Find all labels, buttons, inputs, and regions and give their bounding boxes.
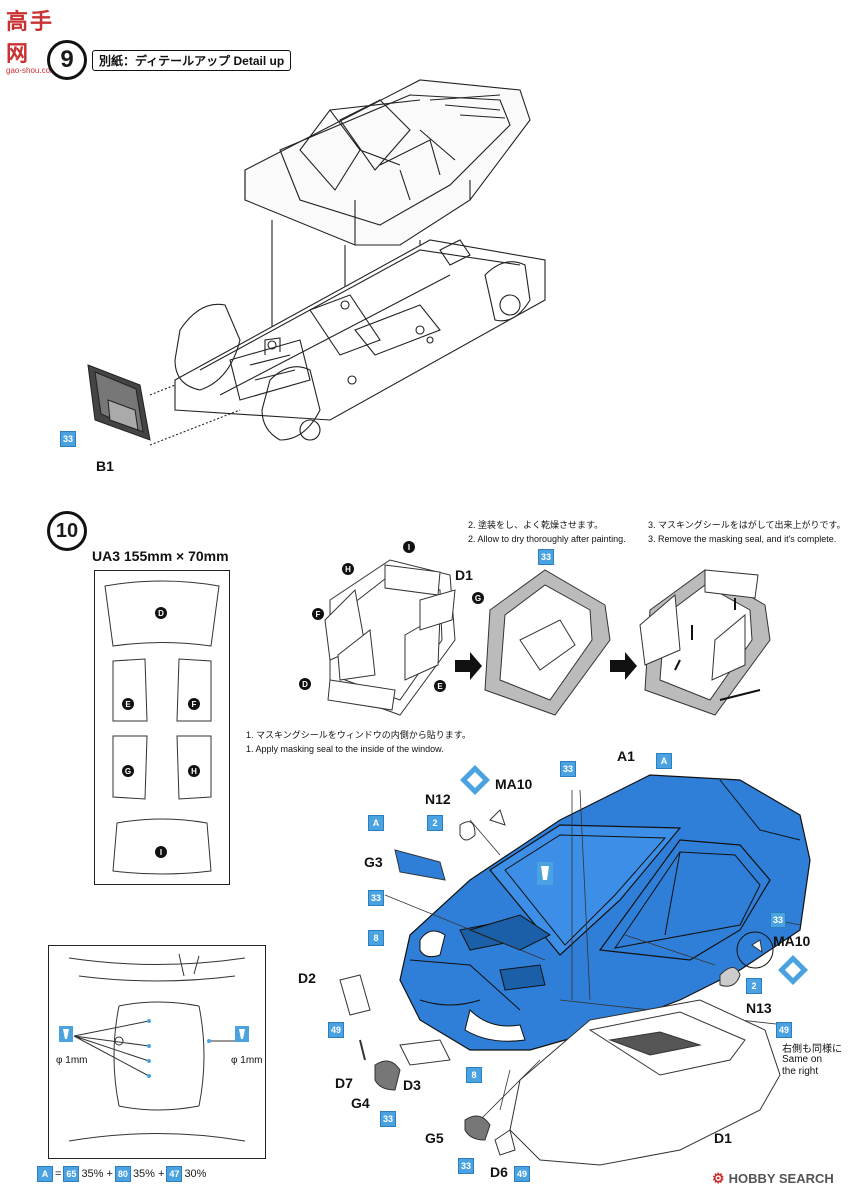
label-d7: D7 bbox=[335, 1075, 353, 1091]
label-b1: B1 bbox=[96, 458, 114, 474]
label-a1: A1 bbox=[617, 748, 635, 764]
label-ma10-top: MA10 bbox=[495, 776, 533, 792]
diagram-label-d1: D1 bbox=[455, 567, 473, 583]
formula-color-65: 65 bbox=[63, 1166, 80, 1182]
label-d1-clear: D1 bbox=[714, 1130, 732, 1146]
mask-letter-i: I bbox=[155, 846, 167, 858]
drill-size-left: φ 1mm bbox=[56, 1055, 88, 1066]
instruction-3-en: 3. Remove the masking seal, and it's com… bbox=[648, 534, 837, 544]
label-d2: D2 bbox=[298, 970, 316, 986]
badge-49-left: 49 bbox=[328, 1022, 344, 1038]
g5-33-badge: 33 bbox=[458, 1158, 474, 1174]
g3-a-badge: A bbox=[368, 815, 384, 831]
instruction-1-en: 1. Apply masking seal to the inside of t… bbox=[246, 744, 444, 754]
step10-number: 10 bbox=[47, 511, 87, 551]
watermark-logo: 高手网 gao-shou.com bbox=[6, 4, 76, 75]
brand-text: HOBBY SEARCH bbox=[728, 1171, 834, 1186]
label-g4: G4 bbox=[351, 1095, 370, 1111]
formula-a-badge: A bbox=[37, 1166, 53, 1182]
hobby-search-logo: ⚙ HOBBY SEARCH bbox=[712, 1170, 834, 1187]
right-side-note-en2: the right bbox=[782, 1066, 819, 1077]
painted-color-badge: 33 bbox=[538, 549, 554, 565]
label-n13: N13 bbox=[746, 1000, 772, 1016]
step9-chassis-drawing bbox=[87, 79, 546, 446]
mask-letter-e: E bbox=[122, 698, 134, 710]
diagram-letter-h: H bbox=[342, 563, 354, 575]
label-g5: G5 bbox=[425, 1130, 444, 1146]
formula-color-80: 80 bbox=[114, 1166, 131, 1182]
formula-equals: = bbox=[55, 1168, 62, 1180]
badge-49-right: 49 bbox=[776, 1022, 792, 1038]
d6-49-badge: 49 bbox=[514, 1166, 530, 1182]
label-g3: G3 bbox=[364, 854, 383, 870]
label-ma10-right: MA10 bbox=[773, 933, 811, 949]
instruction-2-en: 2. Allow to dry thoroughly after paintin… bbox=[468, 534, 626, 544]
diagram-letter-f: F bbox=[312, 608, 324, 620]
diagram-letter-e: E bbox=[434, 680, 446, 692]
formula-color-47: 47 bbox=[166, 1166, 183, 1182]
a1-color-badge: A bbox=[656, 753, 672, 769]
g4-33-badge: 33 bbox=[380, 1111, 396, 1127]
instruction-3-jp: 3. マスキングシールをはがして出来上がりです。 bbox=[648, 520, 846, 530]
mask-letter-f: F bbox=[188, 698, 200, 710]
instruction-2-jp: 2. 塗装をし、よく乾燥させます。 bbox=[468, 520, 604, 530]
badge-8: 8 bbox=[368, 930, 384, 946]
watermark-text: 高手网 bbox=[6, 9, 55, 66]
drill-hood-panel bbox=[48, 945, 266, 1159]
badge-2-right: 2 bbox=[746, 978, 762, 994]
mask-sheet-panel bbox=[94, 570, 230, 885]
step9-number: 9 bbox=[47, 40, 87, 80]
drill-size-right: φ 1mm bbox=[231, 1055, 263, 1066]
hobby-search-icon: ⚙ bbox=[712, 1170, 725, 1186]
right-side-note-jp: 右側も同様に bbox=[782, 1044, 842, 1055]
formula-pct-1: 35% + bbox=[81, 1168, 113, 1180]
formula-pct-3: 30% bbox=[184, 1168, 207, 1180]
badge-2-top: 2 bbox=[427, 815, 443, 831]
right-side-note-en1: Same on bbox=[782, 1054, 823, 1065]
instruction-1-jp: 1. マスキングシールをウィンドウの内側から貼ります。 bbox=[246, 730, 471, 740]
g3-33-badge: 33 bbox=[368, 890, 384, 906]
badge-33-top: 33 bbox=[560, 761, 576, 777]
diagram-letter-i: I bbox=[403, 541, 415, 553]
badge-33-right: 33 bbox=[770, 912, 786, 928]
label-d3: D3 bbox=[403, 1077, 421, 1093]
badge-8-bottom: 8 bbox=[466, 1067, 482, 1083]
color-formula: A = 65 35% + 80 35% + 47 30% bbox=[37, 1166, 206, 1182]
mask-letter-d: D bbox=[155, 607, 167, 619]
mask-letter-g: G bbox=[122, 765, 134, 777]
formula-pct-2: 35% + bbox=[132, 1168, 165, 1180]
b1-color-badge: 33 bbox=[60, 431, 76, 447]
label-n12: N12 bbox=[425, 791, 451, 807]
diagram-letter-g: G bbox=[472, 592, 484, 604]
diagram-letter-d: D bbox=[299, 678, 311, 690]
mask-sheet-title: UA3 155mm × 70mm bbox=[92, 548, 229, 564]
mask-letter-h: H bbox=[188, 765, 200, 777]
step9-header: 別紙：ディテールアップ Detail up bbox=[92, 50, 292, 71]
watermark-sub: gao-shou.com bbox=[6, 66, 57, 75]
label-d6: D6 bbox=[490, 1164, 508, 1180]
